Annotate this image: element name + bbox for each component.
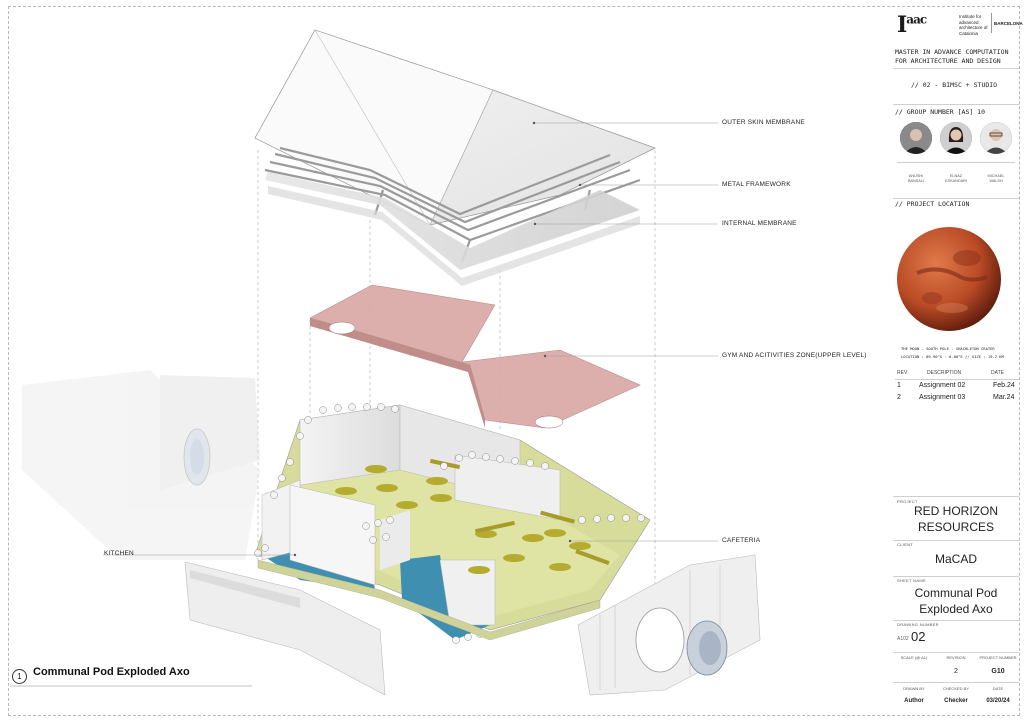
program-line1: MASTER IN ADVANCE COMPUTATION [895,48,1009,56]
project-name-line2: RESOURCES [917,520,994,534]
date-label: DATE [992,686,1004,691]
plant-pots [254,403,645,644]
drawn-by-value: Author [904,698,924,704]
revision-header: REV DESCRIPTION DATE [897,370,1004,376]
label-gym-zone: GYM AND ACITIVITIES ZONE(UPPER LEVEL) [722,352,867,359]
course-name: // 02 - BIMSC + STUDIO [911,81,998,89]
view-number: 1 [12,669,27,684]
revision-label: REVISION [946,655,966,660]
logo-separator [991,13,992,33]
checked-by-label: CHECKED BY [942,686,969,691]
revision-value: 2 [954,668,958,675]
member-avatar-1 [900,122,932,154]
front-wall-left [184,561,386,696]
project-number-value: G10 [991,668,1005,675]
iaac-logo: Iaac [897,12,927,38]
ground-floor [254,403,651,644]
label-metal-framework: METAL FRAMEWORK [722,181,791,188]
exploded-axo-drawing [10,29,761,696]
label-outer-skin: OUTER SKIN MEMBRANE [722,119,805,126]
sheet-border [8,6,1020,716]
client-name: MaCAD [934,552,977,566]
drawing-number: 02 [911,629,926,644]
member-name-1: ANUSHI BANSALI [907,174,925,183]
checked-by-value: Checker [944,698,968,704]
member-name-3: MICHAEL WALSH [987,174,1005,183]
logo-subtitle: Institute for advanced architecture of C… [959,14,988,36]
sheet-name-line2: Exploded Axo [919,602,993,616]
internal-membrane [265,172,640,286]
label-kitchen: KITCHEN [104,550,134,557]
drawing-number-prefix: A102 [897,636,909,642]
date-value: 03/20/24 [986,698,1010,704]
member-avatar-2 [940,122,972,154]
label-cafeteria: CAFETERIA [722,537,761,544]
label-internal-membrane: INTERNAL MEMBRANE [722,220,797,227]
logo-city: BARCELONA [994,21,1023,26]
sheet-name-label: SHEET NAME [897,578,926,583]
drawing-number-label: DRAWING NUMBER [897,622,939,627]
revision-row: 2 Assignment 03 Mar.24 [897,394,1015,401]
location-line2: LOCATION : 89.90°S · 0.00°E // SIZE : 19… [901,354,1004,359]
project-number-label: PROJECT NUMBER [979,655,1017,660]
view-title: Communal Pod Exploded Axo [33,666,190,678]
client-label: CLIENT [897,542,914,547]
member-avatar-3 [980,122,1012,154]
project-name-line1: RED HORIZON [914,504,998,518]
project-label: PROJECT [897,499,918,504]
ghost-shell-left [22,370,260,560]
title-block: Iaac Institute for advanced architecture… [893,10,1023,714]
mars-planet-image [897,227,1001,331]
member-name-2: ELNAZ ESKANDARI [945,174,967,183]
sheet-name-line1: Communal Pod [914,586,998,600]
front-wall-right [577,554,761,696]
revision-row: 1 Assignment 02 Feb.24 [897,382,1015,389]
program-line2: FOR ARCHITECTURE AND DESIGN [895,57,1001,65]
leader-lines [103,122,718,556]
gym-floor-slab [309,284,641,429]
drawn-by-label: DRAWN BY [903,686,925,691]
location-heading: // PROJECT LOCATION [895,200,970,208]
scale-label: SCALE (@ A1) [900,655,928,660]
leader-dots [293,121,582,557]
location-line1: THE MOON - SOUTH POLE - SHACKLETON CRATE… [901,346,995,351]
group-number: // GROUP NUMBER [AS] 10 [895,108,986,116]
metal-framework [264,146,641,263]
cafeteria-tables [335,465,591,574]
